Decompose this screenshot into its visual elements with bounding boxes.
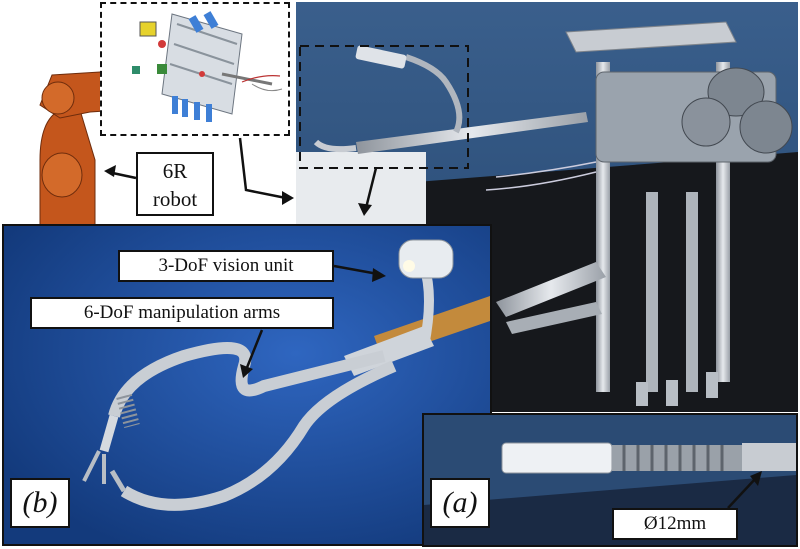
robot-label: 6R robot	[136, 152, 214, 216]
vision-unit-label: 3-DoF vision unit	[118, 250, 334, 282]
diameter-label: Ø12mm	[612, 508, 738, 540]
panel-b-label: (b)	[10, 478, 70, 528]
robot-label-line1: 6R	[162, 159, 188, 183]
robot-label-line2: robot	[152, 187, 198, 211]
manipulation-arms-label: 6-DoF manipulation arms	[30, 297, 334, 329]
panel-a-label: (a)	[430, 478, 490, 528]
cad-model-inset	[100, 2, 290, 136]
